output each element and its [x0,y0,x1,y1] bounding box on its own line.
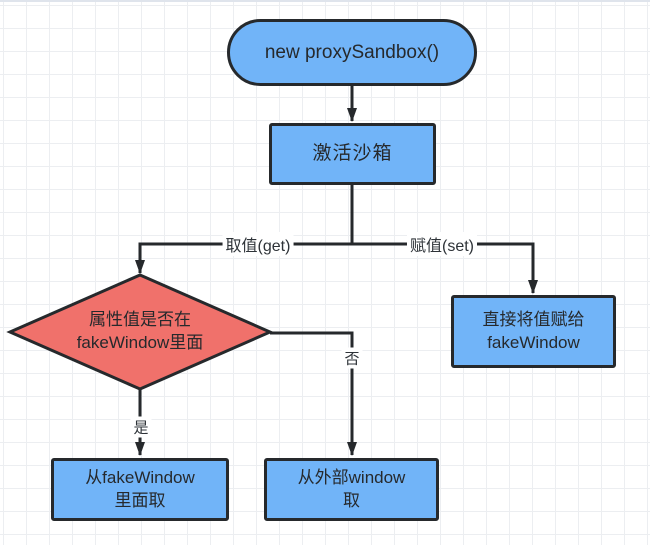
edge-label-get: 取值(get) [222,232,294,256]
node-get-from-outer-window[interactable]: 从外部window 取 [264,458,439,521]
node-activate-sandbox[interactable]: 激活沙箱 [269,123,436,185]
fromfake-label-line1: 从fakeWindow [85,468,195,488]
node-start[interactable]: new proxySandbox() [227,19,477,86]
edge-label-set: 赋值(set) [406,232,478,256]
edge-no-to-fromouter [270,331,357,456]
node-activate-label: 激活沙箱 [312,143,393,165]
edge-label-yes: 是 [130,416,152,438]
node-get-from-fakewindow[interactable]: 从fakeWindow 里面取 [51,458,229,521]
fromouter-label-line1: 从外部window [297,468,406,488]
edge-label-no: 否 [341,347,363,369]
node-start-label: new proxySandbox() [264,41,440,63]
fromouter-label-line2: 取 [343,490,360,510]
decision-diamond-shape[interactable] [6,273,274,391]
fromfake-label-line2: 里面取 [114,490,166,510]
assign-label-line2: fakeWindow [487,332,580,352]
node-assign-to-fakewindow[interactable]: 直接将值赋给 fakeWindow [451,295,616,368]
assign-label-line1: 直接将值赋给 [482,310,585,330]
